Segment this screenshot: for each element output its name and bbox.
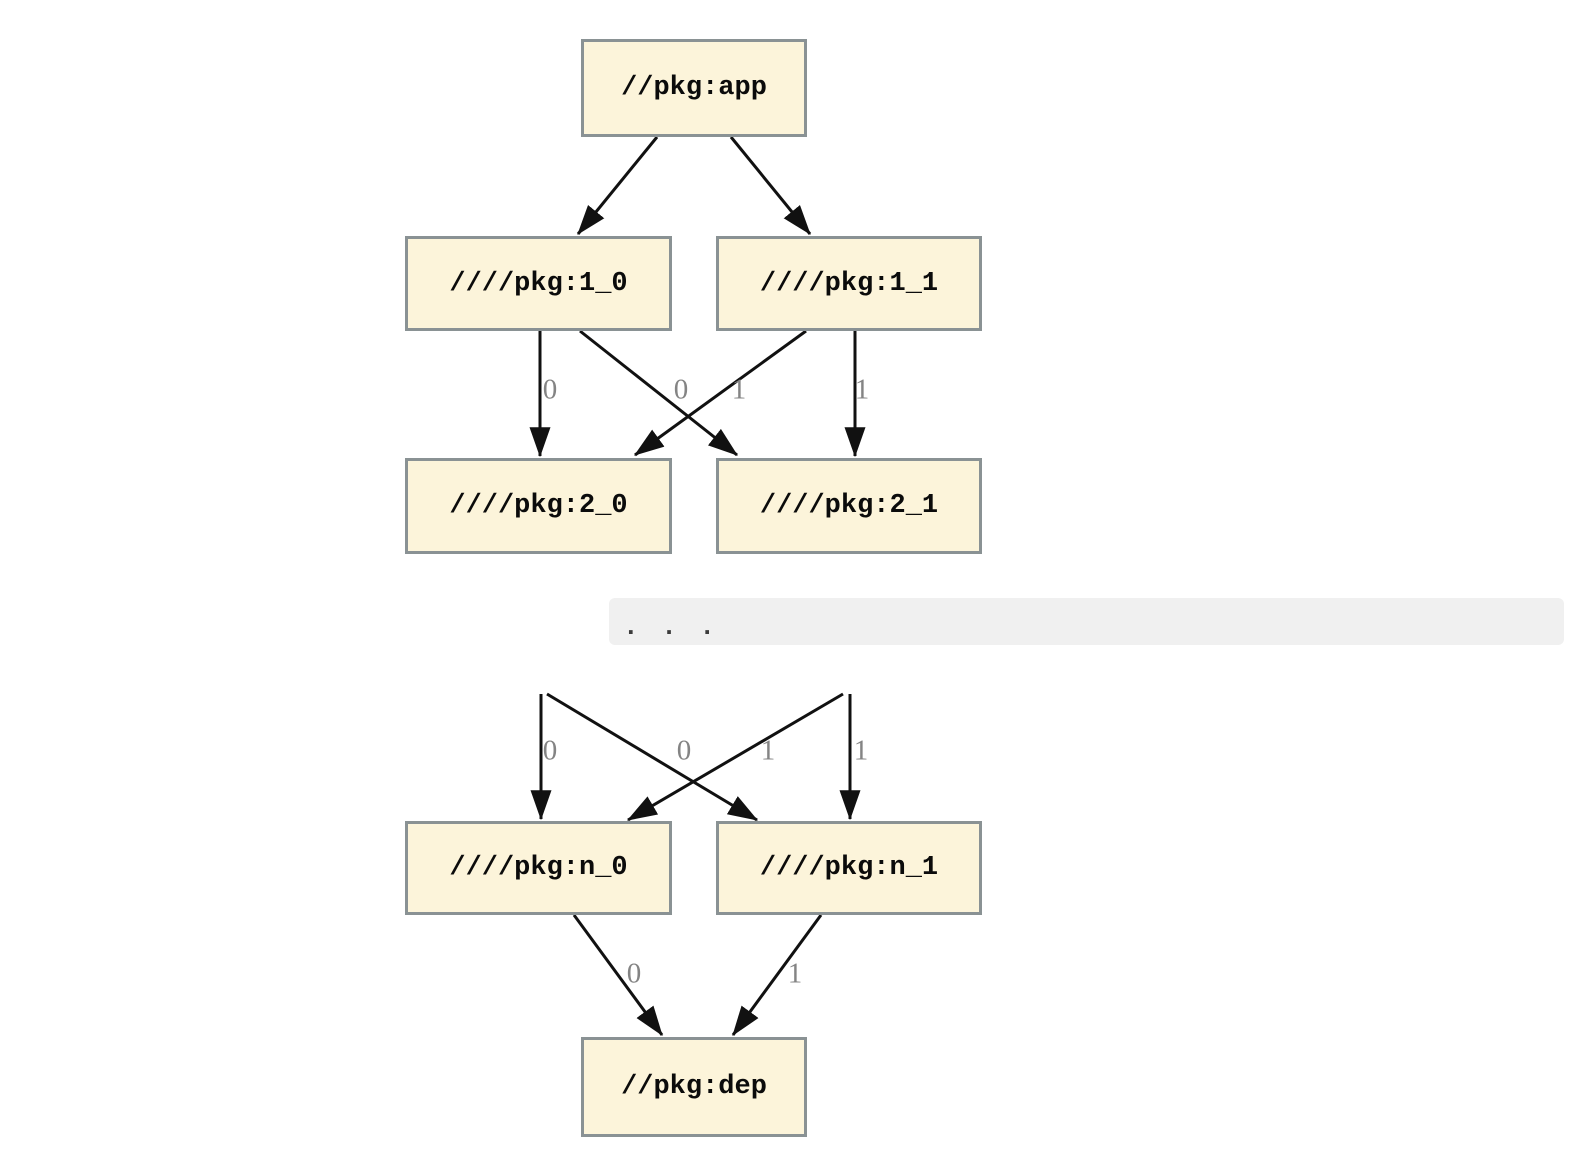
node-pkg-2-0: ////pkg:2_0: [405, 458, 672, 554]
edge-label: 1: [854, 373, 870, 406]
edge-label: 0: [542, 373, 558, 406]
edge-app-to-1-0: [576, 136, 659, 235]
edge-n-1-to-dep: [731, 914, 823, 1036]
edge-label: 1: [853, 734, 869, 767]
edge-prev-to-n-0-cross: [626, 692, 844, 822]
edge-label: 1: [787, 957, 803, 990]
node-pkg-1-0: ////pkg:1_0: [405, 236, 672, 331]
edge-label: 0: [626, 957, 642, 990]
edge-prev-to-n-1: [546, 692, 759, 822]
node-pkg-n-1: ////pkg:n_1: [716, 821, 982, 915]
edge-label: 0: [542, 734, 558, 767]
edge-1-1-to-2-0: [634, 329, 807, 457]
edge-n-0-to-dep: [572, 914, 664, 1036]
edge-label: 0: [673, 373, 689, 406]
edge-label: 0: [676, 734, 692, 767]
node-pkg-1-1: ////pkg:1_1: [716, 236, 982, 331]
edge-label: 1: [731, 373, 747, 406]
edge-app-to-1-1: [729, 136, 812, 235]
ellipsis-text: . . .: [623, 611, 716, 642]
edge-label: 1: [760, 734, 776, 767]
ellipsis-band: . . .: [609, 598, 1564, 645]
node-pkg-dep: //pkg:dep: [581, 1037, 807, 1137]
edge-1-0-to-2-1: [579, 329, 738, 457]
node-pkg-n-0: ////pkg:n_0: [405, 821, 672, 915]
node-pkg-app: //pkg:app: [581, 39, 807, 137]
node-pkg-2-1: ////pkg:2_1: [716, 458, 982, 554]
